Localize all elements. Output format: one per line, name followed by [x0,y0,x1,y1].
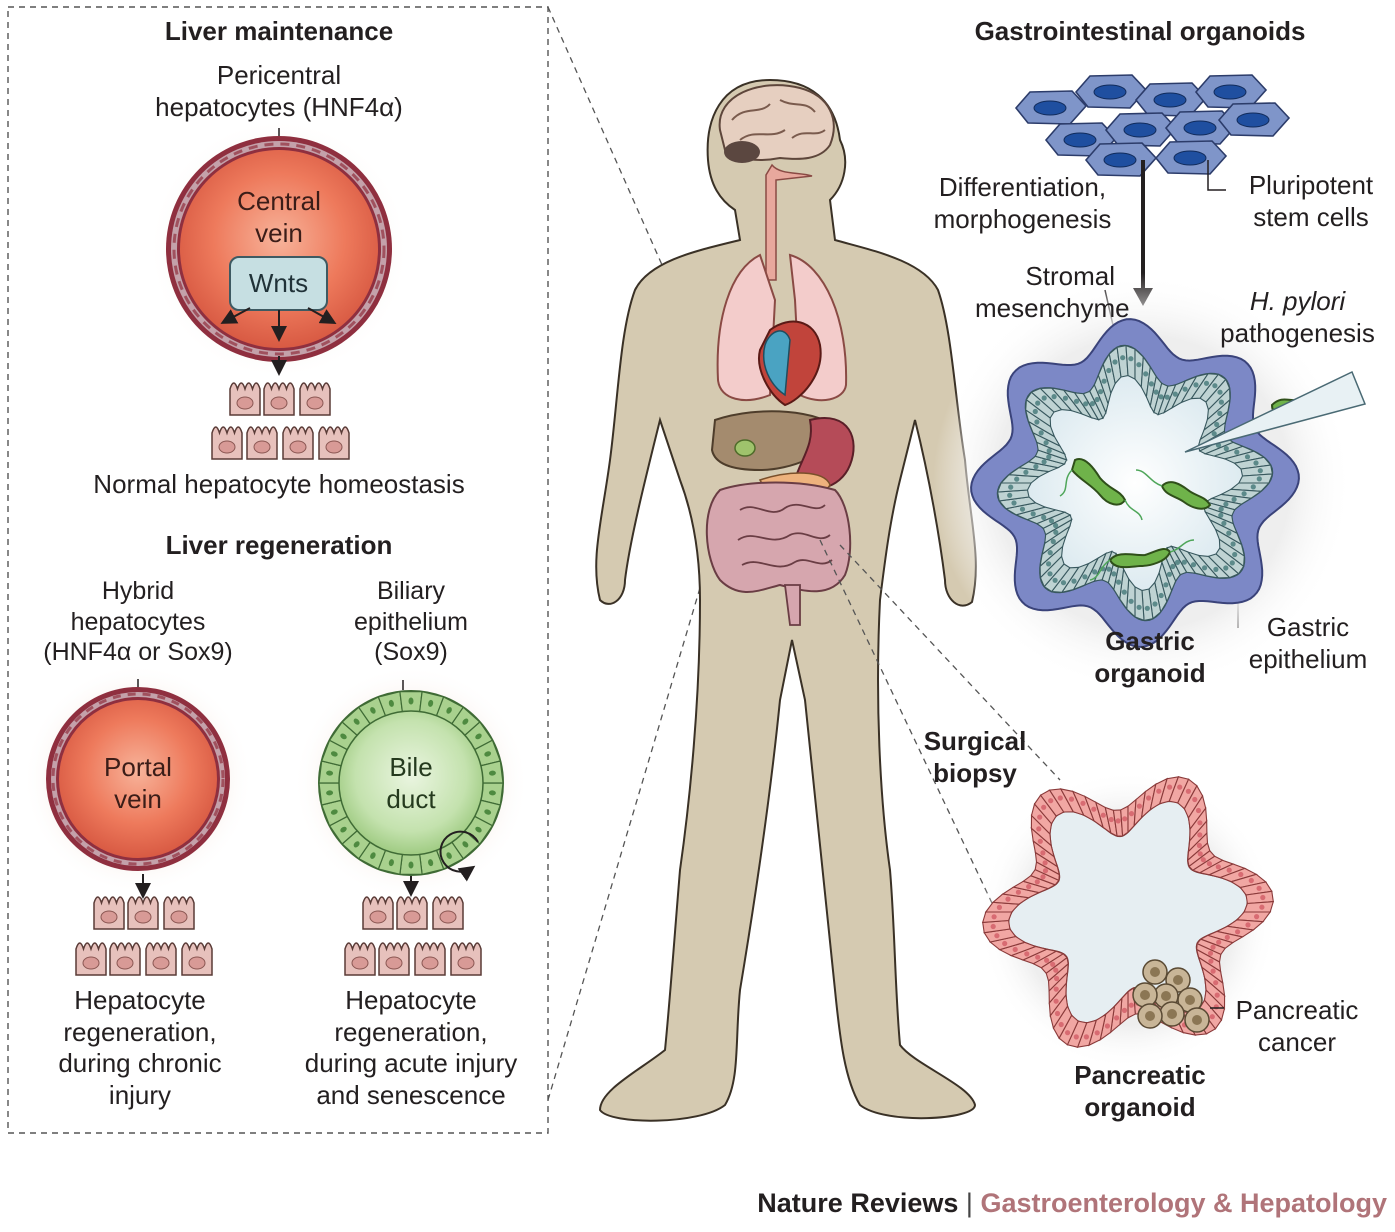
hepatocyte-cell [109,942,141,976]
hepatocyte-cell [75,942,107,976]
journal-footer: Nature Reviews | Gastroenterology & Hepa… [757,1188,1387,1219]
hepatocyte-cell [414,942,446,976]
hepatocyte-cluster-homeostasis [211,382,350,460]
surgical-biopsy-label: Surgical biopsy [923,726,1027,788]
human-body [595,78,977,1122]
footer-separator: | [965,1188,973,1218]
hepatocyte-cell [263,382,295,416]
gi-organoids-title: Gastrointestinal organoids [974,16,1306,46]
portal-vein-label: Portal vein [104,752,172,814]
stem-cell [1194,74,1268,109]
pancreatic-cancer-label: Pancreatic cancer [1235,995,1359,1057]
differentiation-label: Differentiation, morphogenesis [933,172,1112,234]
pancreatic-cancer-cells [1132,959,1210,1033]
hepatocyte-cell [432,896,464,930]
epithelial-cell [981,911,1013,924]
stromal-mesenchyme-label: Stromal mesenchyme [975,261,1130,323]
central-vein-label: Central vein [237,186,321,248]
gastric-epithelium-label: Gastric epithelium [1248,612,1368,674]
hepatocyte-cell [229,382,261,416]
journal-name: Nature Reviews [757,1188,959,1218]
hepatocyte-cell [344,942,376,976]
liver-regeneration-title: Liver regeneration [165,530,393,560]
epithelial-cell [1243,900,1275,913]
stem-cell [1074,74,1148,109]
wnts-label: Wnts [248,268,309,298]
hepatocyte-cell [362,896,394,930]
liver-panel-frame [7,6,549,1134]
hepatocyte-cell [93,896,125,930]
hepatocyte-cell [145,942,177,976]
hepatocyte-cell [211,426,243,460]
homeostasis-label: Normal hepatocyte homeostasis [93,469,465,499]
hepatocyte-cell [181,942,213,976]
hepatocyte-cluster-acute [344,896,482,976]
stem-cell [1014,90,1088,125]
stem-cell [1104,112,1178,147]
hepatocyte-cell [246,426,278,460]
h-pylori-label: H. pylori pathogenesis [1220,286,1375,348]
hepatocyte-cell [282,426,314,460]
hepatocyte-cell [163,896,195,930]
pluripotent-stem-cells [1014,74,1291,177]
bile-duct-label: Bile duct [386,752,436,814]
epithelial-cell [1237,473,1274,484]
hepatocyte-cluster-chronic [75,896,213,976]
injection-needle [1184,370,1367,453]
pluripotent-stem-cells-label: Pluripotent stem cells [1248,170,1374,232]
chronic-regeneration-label: Hepatocyte regeneration, during chronic … [58,985,222,1111]
acute-regeneration-label: Hepatocyte regeneration, during acute in… [304,985,518,1111]
hepatocyte-cell [299,382,331,416]
stem-cell [1217,102,1291,137]
hepatocyte-cell [450,942,482,976]
hepatocyte-cell [127,896,159,930]
liver-maintenance-title: Liver maintenance [164,16,394,46]
hepatocyte-cell [318,426,350,460]
journal-section: Gastroenterology & Hepatology [980,1188,1387,1218]
gastric-organoid-label: Gastric organoid [1094,626,1206,688]
stem-cell [1154,140,1228,175]
pancreatic-organoid-label: Pancreatic organoid [1074,1060,1206,1122]
pericentral-label: Pericentral hepatocytes (HNF4α) [155,60,403,122]
hybrid-hepatocytes-label: Hybrid hepatocytes (HNF4α or Sox9) [43,577,233,666]
hepatocyte-cell [396,896,428,930]
hepatocyte-cell [378,942,410,976]
stem-cell [1164,110,1238,145]
biliary-epithelium-label: Biliary epithelium (Sox9) [354,577,468,666]
